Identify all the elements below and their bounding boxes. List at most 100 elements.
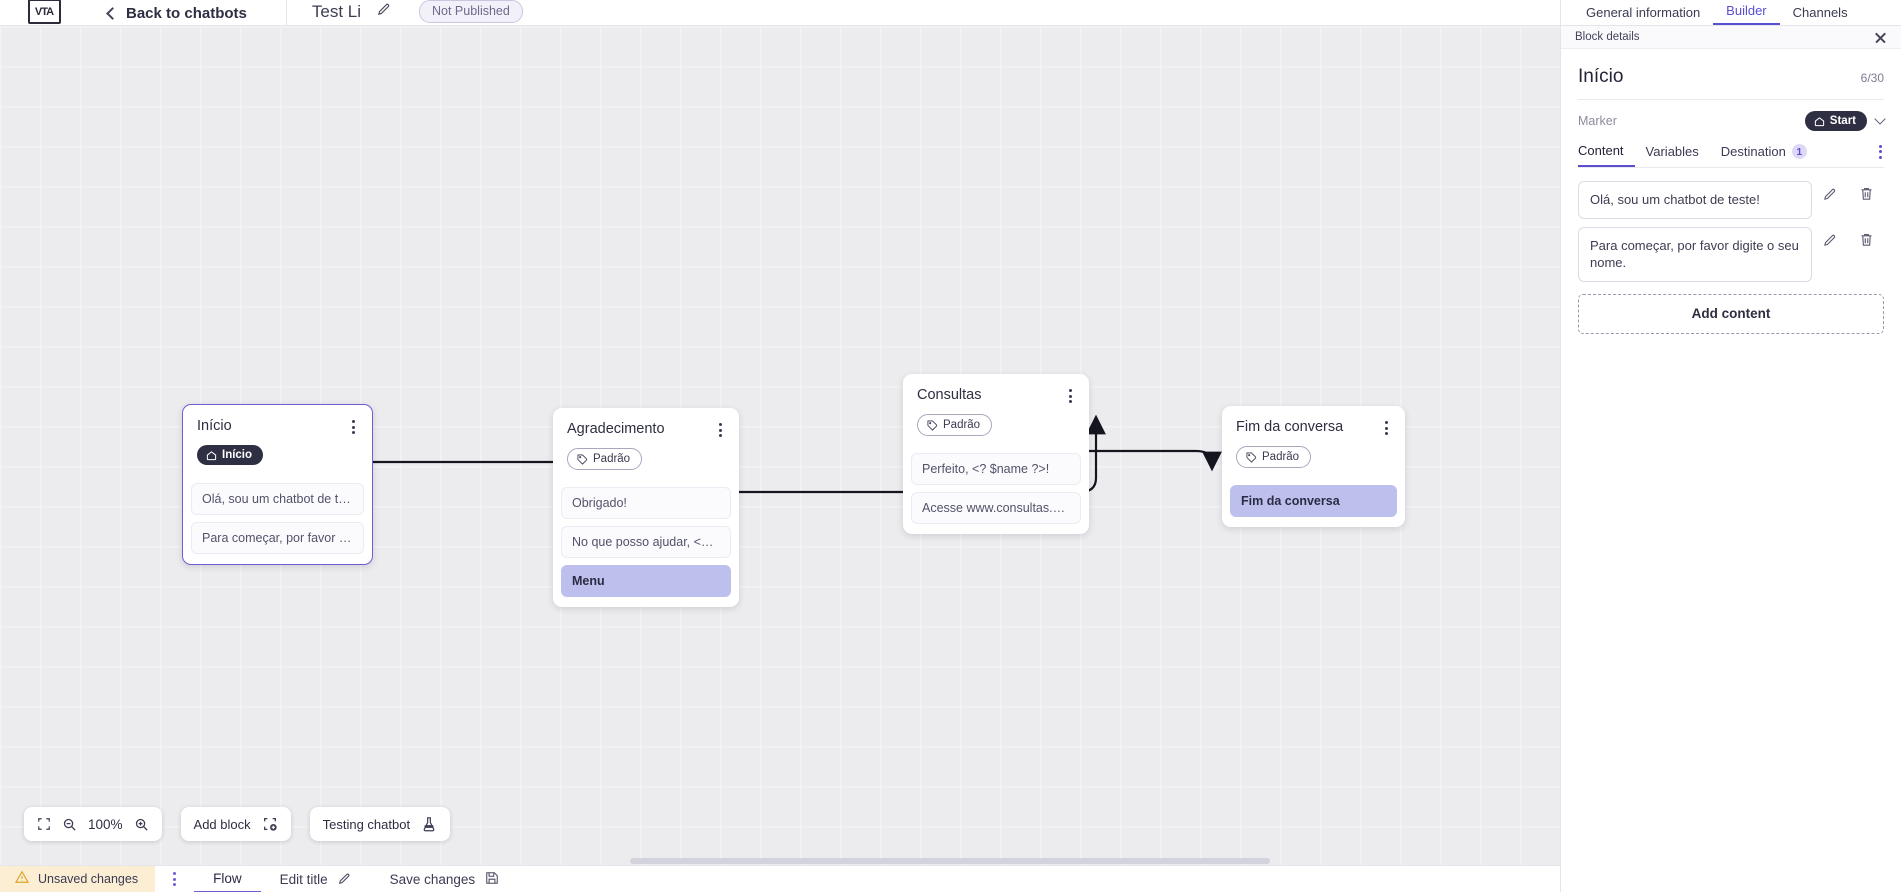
tag-icon <box>927 419 938 431</box>
node-title: Agradecimento <box>567 421 665 437</box>
back-to-chatbots-label: Back to chatbots <box>126 5 247 22</box>
pencil-icon <box>338 871 352 888</box>
panel-top-tabs: General information Builder Channels <box>1561 0 1901 26</box>
top-bar: VTA Back to chatbots Test Li Not Publish… <box>0 0 1560 26</box>
node-menu-icon[interactable] <box>1382 419 1391 437</box>
flow-node-fim-da-conversa[interactable]: Fim da conversa Padrão Fim da conversa <box>1222 406 1405 527</box>
zoom-in-icon[interactable] <box>134 817 149 832</box>
node-message[interactable]: Para começar, por favor digite o ... <box>191 521 364 554</box>
close-icon[interactable] <box>1874 31 1887 44</box>
node-body: Perfeito, <? $name ?>! Acesse www.consul… <box>903 453 1089 534</box>
flow-node-agradecimento[interactable]: Agradecimento Padrão Obrigado! No que po… <box>553 408 739 607</box>
node-chip-label: Padrão <box>593 453 631 465</box>
divider <box>1578 99 1884 100</box>
edit-title-label: Edit title <box>279 871 328 887</box>
tab-flow[interactable]: Flow <box>194 866 261 892</box>
node-menu-icon[interactable] <box>349 418 358 436</box>
node-chip-start: Início <box>197 445 264 465</box>
add-block-label: Add block <box>193 816 251 832</box>
panel-more-icon[interactable] <box>1877 144 1884 166</box>
tab-destination-label: Destination <box>1720 144 1786 159</box>
chevron-down-icon <box>1874 113 1886 125</box>
tab-content-label: Content <box>1578 143 1624 158</box>
delete-content-trash-icon[interactable] <box>1848 232 1884 247</box>
block-details-label: Block details <box>1575 31 1640 43</box>
content-item: Para começar, por favor digite o seu nom… <box>1578 226 1884 282</box>
unsaved-changes-indicator: Unsaved changes <box>0 865 156 892</box>
add-block-button[interactable]: Add block <box>180 807 291 841</box>
node-body: Olá, sou um chatbot de teste! Para começ… <box>183 482 372 564</box>
char-count: 6/30 <box>1860 71 1884 85</box>
bottom-more-icon[interactable] <box>155 872 194 886</box>
node-message-selected[interactable]: Menu <box>561 565 731 597</box>
marker-label: Marker <box>1578 114 1617 128</box>
bottom-bar: Unsaved changes Flow Edit title Save cha… <box>0 865 1560 892</box>
app-logo[interactable]: VTA <box>26 0 62 25</box>
add-block-icon <box>262 816 278 832</box>
save-changes-button[interactable]: Save changes <box>371 866 519 892</box>
zoom-level-label: 100% <box>88 816 123 832</box>
tab-content[interactable]: Content <box>1578 143 1635 167</box>
topbar-divider <box>285 0 287 25</box>
node-message[interactable]: Perfeito, <? $name ?>! <box>911 453 1081 485</box>
node-body: Fim da conversa <box>1222 485 1405 527</box>
node-menu-icon[interactable] <box>1066 387 1075 405</box>
node-chip-default: Padrão <box>1236 446 1312 468</box>
content-item: Olá, sou um chatbot de teste! <box>1578 181 1884 219</box>
delete-content-trash-icon[interactable] <box>1848 186 1884 201</box>
flow-canvas[interactable]: Início Início Olá, sou um chatbot de tes… <box>0 26 1560 865</box>
node-message[interactable]: No que posso ajudar, <? $name ... <box>561 526 731 558</box>
tab-channels[interactable]: Channels <box>1792 5 1848 20</box>
node-header: Fim da conversa Padrão <box>1222 406 1405 478</box>
content-text[interactable]: Olá, sou um chatbot de teste! <box>1578 181 1812 219</box>
node-message[interactable]: Acesse www.consultas.com par... <box>911 492 1081 524</box>
edit-title-pencil-icon[interactable] <box>377 1 392 25</box>
home-icon <box>206 450 217 460</box>
content-item-actions <box>1812 181 1884 201</box>
tag-icon <box>1246 451 1257 463</box>
node-title: Início <box>197 418 232 434</box>
logo-mark: VTA <box>27 0 61 24</box>
right-panel: General information Builder Channels Blo… <box>1560 0 1901 892</box>
marker-row: Marker Start <box>1561 100 1901 131</box>
node-message[interactable]: Olá, sou um chatbot de teste! <box>191 482 364 515</box>
panel-section-tabs: Content Variables Destination 1 <box>1578 143 1884 168</box>
edit-content-pencil-icon[interactable] <box>1812 186 1848 201</box>
node-title: Fim da conversa <box>1236 419 1344 435</box>
tab-general-information[interactable]: General information <box>1586 5 1701 20</box>
tab-flow-label: Flow <box>213 870 242 886</box>
node-message-selected[interactable]: Fim da conversa <box>1230 485 1397 517</box>
node-header: Consultas Padrão <box>903 374 1089 446</box>
node-menu-icon[interactable] <box>716 421 725 439</box>
edit-content-pencil-icon[interactable] <box>1812 232 1848 247</box>
testing-chatbot-button[interactable]: Testing chatbot <box>309 807 451 841</box>
edit-title-button[interactable]: Edit title <box>261 866 371 892</box>
back-to-chatbots-button[interactable]: Back to chatbots <box>106 5 247 25</box>
zoom-out-icon[interactable] <box>62 817 77 832</box>
unsaved-changes-label: Unsaved changes <box>38 872 139 886</box>
block-title-row: Início 6/30 <box>1561 49 1901 88</box>
tab-variables[interactable]: Variables <box>1635 144 1710 166</box>
content-text[interactable]: Para começar, por favor digite o seu nom… <box>1578 226 1812 282</box>
node-chip-label: Padrão <box>1262 451 1300 463</box>
node-header: Agradecimento Padrão <box>553 408 739 480</box>
canvas-horizontal-scrollbar[interactable] <box>0 856 1560 865</box>
node-message[interactable]: Obrigado! <box>561 487 731 519</box>
tab-destination[interactable]: Destination 1 <box>1710 144 1818 166</box>
add-content-label: Add content <box>1691 306 1771 322</box>
publish-status-badge: Not Published <box>419 0 523 23</box>
scrollbar-thumb[interactable] <box>630 858 1270 864</box>
add-content-button[interactable]: Add content <box>1578 293 1884 334</box>
marker-select[interactable]: Start <box>1804 111 1886 131</box>
content-item-actions <box>1812 227 1884 247</box>
flow-node-inicio[interactable]: Início Início Olá, sou um chatbot de tes… <box>182 404 373 565</box>
fit-screen-icon[interactable] <box>37 817 51 831</box>
tab-variables-label: Variables <box>1645 144 1699 159</box>
content-list: Olá, sou um chatbot de teste! Para começ… <box>1561 168 1901 282</box>
node-body: Obrigado! No que posso ajudar, <? $name … <box>553 487 739 607</box>
destination-count-badge: 1 <box>1791 144 1807 159</box>
chevron-left-icon <box>106 7 119 20</box>
tab-builder[interactable]: Builder <box>1713 3 1780 25</box>
warning-triangle-icon <box>14 870 30 889</box>
flow-node-consultas[interactable]: Consultas Padrão Perfeito, <? $name ?>! … <box>903 374 1089 534</box>
